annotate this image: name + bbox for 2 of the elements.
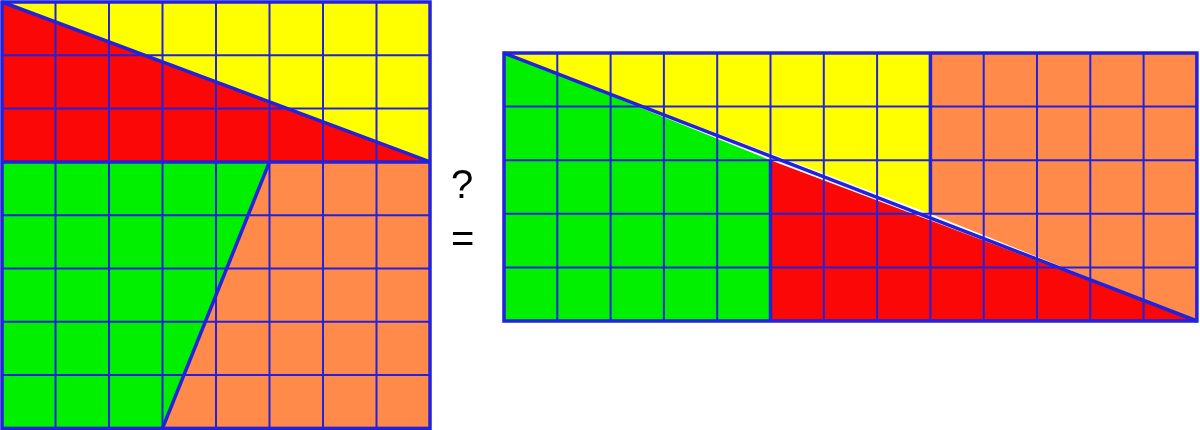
question-mark: ? — [451, 164, 474, 204]
equals-sign: = — [451, 218, 475, 258]
